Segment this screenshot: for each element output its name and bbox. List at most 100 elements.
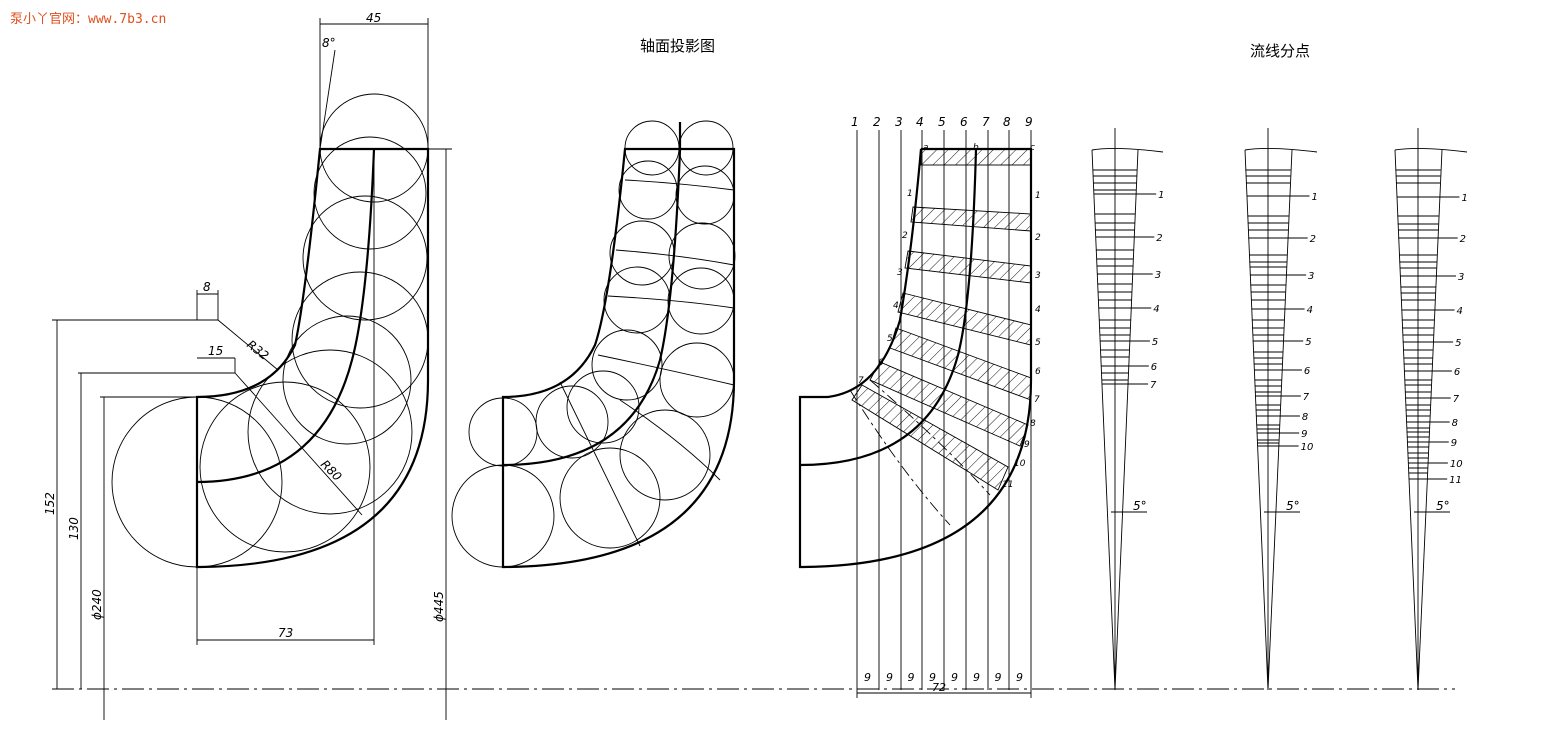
division-label: 6 — [1151, 362, 1157, 373]
dimension-labels: 45 8° 8 15 R32 R80 152 130 ϕ240 73 ϕ445 — [43, 11, 446, 640]
division-label: 1 — [1158, 190, 1164, 201]
division-label: 2 — [1310, 234, 1316, 245]
section-number: 1 — [907, 189, 913, 199]
vertical-line-label: 9 — [1025, 115, 1033, 129]
section-number: 3 — [1035, 271, 1041, 281]
section-number: 5 — [1035, 338, 1041, 348]
spacing-label: 9 — [929, 671, 936, 684]
division-label: 5 — [1455, 338, 1461, 349]
division-label: 6 — [1454, 367, 1460, 378]
section-number: 4 — [893, 301, 899, 311]
dimensioned-profile-view — [52, 18, 1455, 720]
section-number: 6 — [1035, 367, 1041, 377]
total-width-label: 72 — [932, 681, 946, 694]
dim-152: 152 — [43, 492, 57, 515]
vertical-line-label: 7 — [982, 115, 990, 129]
division-label: 3 — [1155, 270, 1161, 281]
vertical-line-label: 1 — [851, 115, 859, 129]
point-letter: a — [923, 143, 929, 153]
dim-phi445: ϕ445 — [432, 591, 446, 622]
section-number: 10 — [1014, 459, 1026, 469]
section-number: 4 — [1035, 305, 1041, 315]
division-label: 7 — [1303, 392, 1310, 403]
vertical-line-label: 3 — [895, 115, 903, 129]
angle-label: 5° — [1286, 499, 1300, 513]
division-label: 5 — [1305, 337, 1311, 348]
vertical-line-label: 6 — [960, 115, 968, 129]
dim-15: 15 — [208, 344, 223, 358]
section-number: 2 — [1035, 233, 1041, 243]
section-number: 5 — [887, 334, 893, 344]
cone-edge-left — [1091, 149, 1116, 691]
division-label: 2 — [1460, 234, 1466, 245]
division-label: 7 — [1150, 380, 1157, 391]
streamline-diagram: 1 2 3 4 5 6 7 8 9 10 11 5° — [1394, 128, 1468, 691]
division-label: 8 — [1302, 412, 1308, 423]
division-label: 1 — [1461, 193, 1467, 204]
section-number: 11 — [1002, 480, 1013, 490]
section-number: 6 — [878, 358, 884, 368]
dim-phi240: ϕ240 — [90, 589, 104, 620]
dim-r80: R80 — [318, 457, 345, 484]
spacing-label: 9 — [886, 671, 893, 684]
angle-label: 5° — [1436, 499, 1450, 513]
section-number: 3 — [897, 268, 903, 278]
spacing-label: 9 — [864, 671, 871, 684]
vertical-line-label: 4 — [916, 115, 924, 129]
streamline-points-title: 流线分点 — [1250, 42, 1311, 60]
spacing-label: 9 — [1016, 671, 1023, 684]
vertical-line-label: 8 — [1003, 115, 1011, 129]
dim-8: 8 — [203, 280, 211, 294]
division-label: 4 — [1307, 305, 1313, 316]
spacing-label: 9 — [951, 671, 958, 684]
dim-top-angle: 8° — [322, 36, 336, 50]
section-number: 7 — [858, 376, 864, 386]
top-arc — [1091, 147, 1164, 153]
dim-r32: R32 — [244, 337, 271, 363]
division-label: 11 — [1449, 475, 1462, 486]
division-label: 8 — [1452, 418, 1458, 429]
division-label: 9 — [1301, 429, 1307, 440]
division-label: 4 — [1457, 306, 1463, 317]
angle-label: 5° — [1133, 499, 1147, 513]
spacing-label: 9 — [995, 671, 1002, 684]
cone-edge-left — [1394, 149, 1419, 691]
division-label: 6 — [1304, 366, 1310, 377]
division-label: 4 — [1153, 304, 1159, 315]
cone-edge-left — [1244, 149, 1269, 691]
section-number: 7 — [1034, 395, 1040, 405]
point-letter: c — [1030, 143, 1035, 153]
streamline-diagram: 1 2 3 4 5 6 7 8 9 10 5° — [1244, 128, 1318, 691]
division-label: 10 — [1301, 442, 1314, 453]
division-label: 3 — [1458, 272, 1464, 283]
division-label: 10 — [1450, 459, 1463, 470]
division-label: 1 — [1311, 192, 1317, 203]
section-number: 8 — [1030, 419, 1036, 429]
streamline-division-view — [798, 130, 1033, 698]
cone-edge-right — [1417, 149, 1443, 691]
division-label: 5 — [1152, 337, 1158, 348]
section-number: 9 — [1024, 440, 1030, 450]
division-label: 9 — [1451, 438, 1457, 449]
cone-edge-right — [1267, 149, 1293, 691]
dim-73: 73 — [278, 626, 293, 640]
vertical-line-label: 5 — [938, 115, 946, 129]
axial-projection-title: 轴面投影图 — [640, 37, 716, 55]
section-number: 2 — [902, 231, 908, 241]
division-label: 7 — [1453, 394, 1460, 405]
top-arc — [1244, 147, 1318, 153]
division-label: 3 — [1308, 271, 1314, 282]
dim-top-width: 45 — [366, 11, 381, 25]
inscribed-circle-view — [451, 120, 736, 569]
section-number: 1 — [1035, 191, 1041, 201]
dim-130: 130 — [67, 517, 81, 540]
top-arc — [1394, 147, 1468, 153]
vertical-line-label: 2 — [873, 115, 881, 129]
watermark-text: 泵小丫官网：www.7b3.cn — [10, 12, 167, 27]
cone-edge-right — [1114, 149, 1139, 691]
point-letter: b — [973, 143, 979, 153]
